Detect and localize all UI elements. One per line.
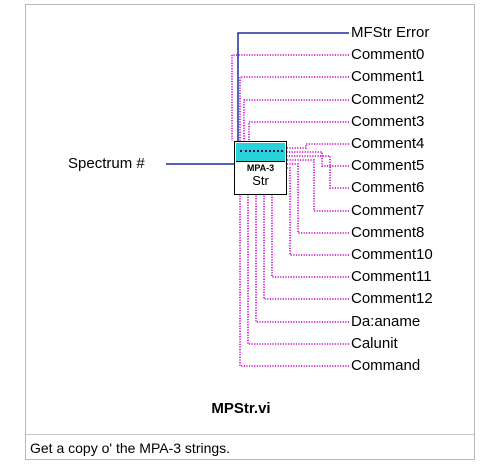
wire-comment11 (271, 195, 349, 278)
vi-description: Get a copy o' the MPA-3 strings. (30, 440, 231, 456)
wire-comment10 (287, 167, 349, 256)
terminal-label-command: Command (351, 357, 421, 374)
wire-comment6 (287, 155, 349, 189)
vi-icon-band (236, 143, 285, 162)
terminal-label-comment6: Comment6 (351, 179, 425, 196)
terminal-label-comment7: Comment7 (351, 202, 425, 219)
wire-comment8 (287, 163, 349, 234)
vi-title: MPStr.vi (211, 400, 271, 417)
wire-calunit (247, 195, 349, 345)
terminal-label-comment12: Comment12 (351, 290, 433, 307)
wire-comment0 (231, 54, 349, 141)
terminal-label-comment4: Comment4 (351, 135, 425, 152)
wire-comment5 (287, 151, 349, 167)
terminal-label-comment0: Comment0 (351, 46, 425, 63)
wire-comment2 (243, 99, 349, 141)
terminal-label-comment5: Comment5 (351, 157, 425, 174)
wire-comment12 (263, 195, 349, 300)
input-terminal-label: Spectrum # (68, 155, 145, 172)
wire-command (239, 195, 349, 367)
help-frame (25, 4, 475, 460)
terminal-label-calunit: Calunit (351, 335, 398, 352)
wire-comment1 (239, 76, 349, 141)
terminal-label-comment2: Comment2 (351, 91, 425, 108)
wire-mfstr-error (237, 32, 349, 141)
wire-da-aname (255, 195, 349, 323)
terminal-label-da-aname: Da:aname (351, 313, 421, 330)
terminal-label-comment1: Comment1 (351, 68, 425, 85)
terminal-label-comment3: Comment3 (351, 113, 425, 130)
vi-icon-text-top: MPA-3 (246, 163, 275, 173)
vi-icon: MPA-3 Str (234, 141, 287, 195)
divider (26, 434, 474, 435)
terminal-label-comment11: Comment11 (351, 268, 432, 285)
wire-comment3 (248, 121, 349, 141)
terminal-label-mfstr-error: MFStr Error (351, 24, 430, 41)
vi-icon-text-bottom: Str (252, 173, 269, 188)
vi-icon-dots (240, 150, 283, 154)
wire-comment7 (287, 159, 349, 212)
wire-comment4 (287, 143, 349, 149)
terminal-label-comment10: Comment10 (351, 246, 433, 263)
terminal-label-comment8: Comment8 (351, 224, 425, 241)
